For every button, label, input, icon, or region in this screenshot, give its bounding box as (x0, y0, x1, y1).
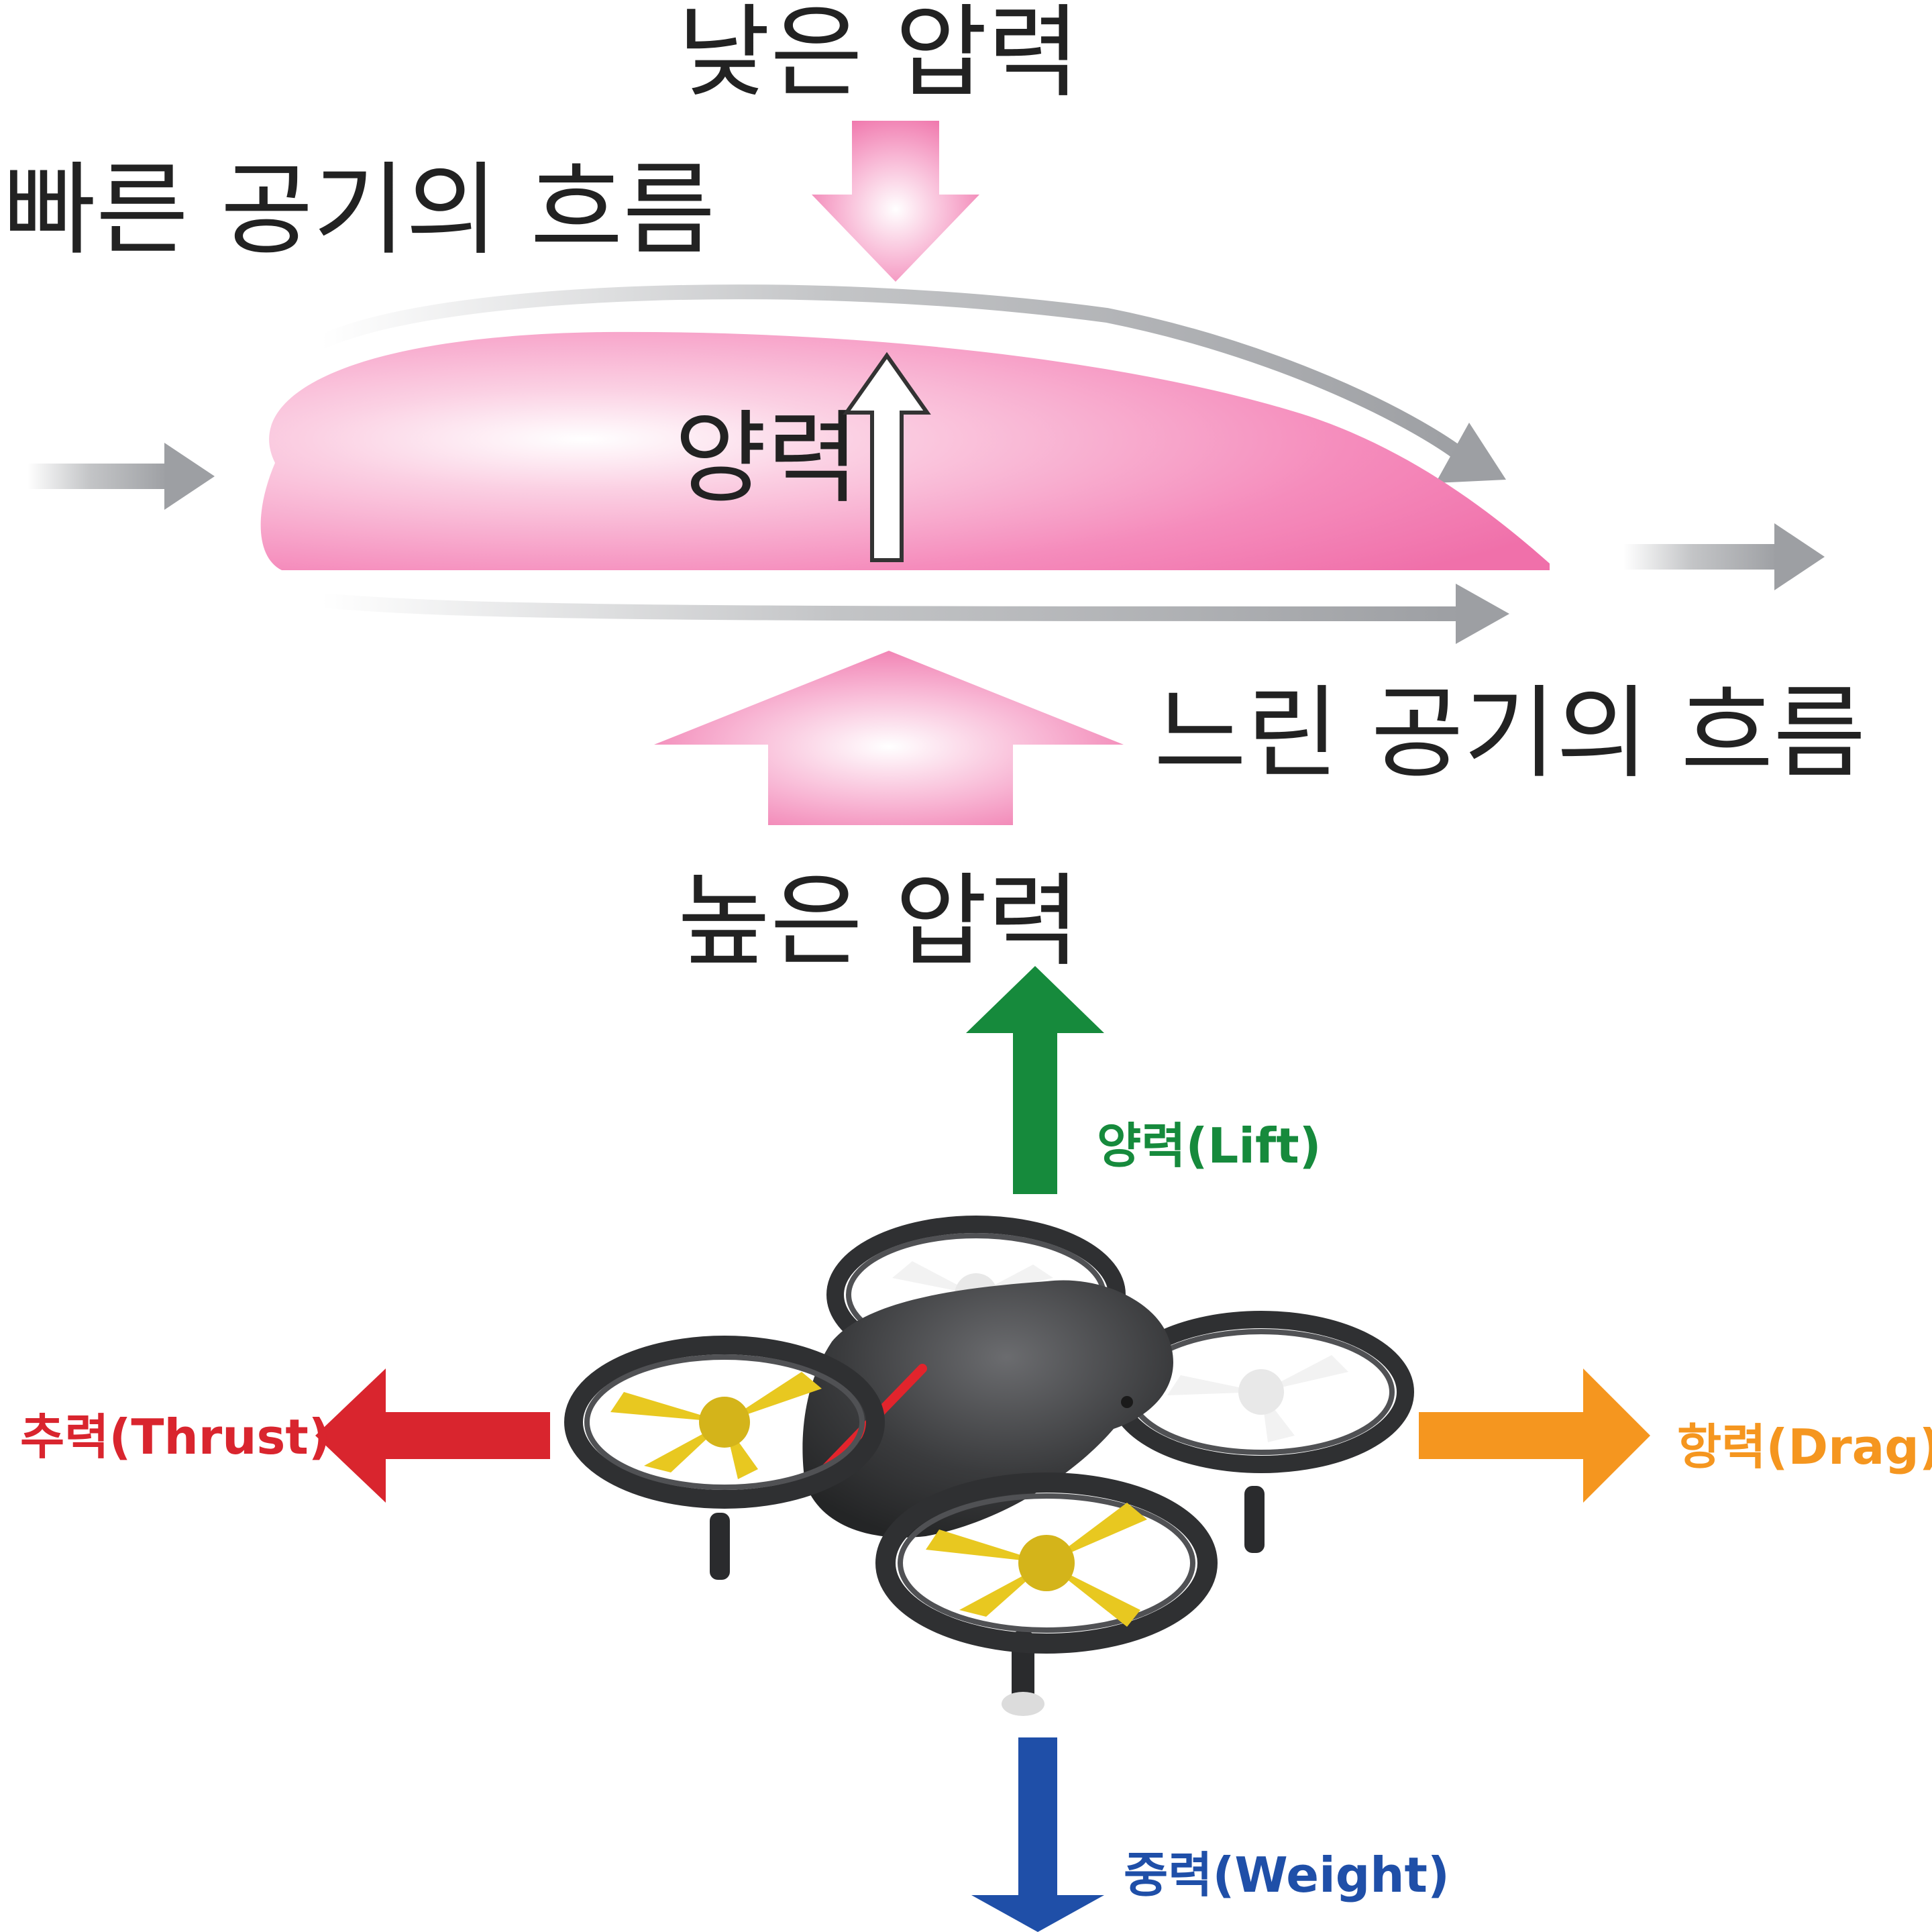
wing-airfoil (260, 331, 1550, 570)
outgoing-airflow-arrowhead (1774, 523, 1825, 590)
high-pressure-arrow (654, 651, 1124, 825)
drone-camera (1121, 1396, 1133, 1408)
lower-airflow-arrowhead (1456, 584, 1509, 644)
yellow-propeller (610, 1372, 822, 1479)
slow-flow-label: 느린 공기의 흐름 (1154, 676, 1866, 792)
drag-force-arrow (1419, 1368, 1650, 1503)
drone-leg (1244, 1486, 1265, 1553)
outgoing-airflow-arrow (1623, 544, 1778, 570)
drone-leg-foot (1002, 1692, 1044, 1716)
incoming-airflow-arrowhead (164, 443, 215, 510)
drag-force-label: 항력(Drag) (1677, 1419, 1932, 1475)
drone-leg (710, 1513, 730, 1580)
front-rotor (875, 1472, 1218, 1654)
weight-force-arrow (971, 1737, 1104, 1932)
low-pressure-label: 낮은 압력 (678, 0, 1080, 111)
upper-airflow-arrowhead (1436, 423, 1506, 483)
incoming-airflow-arrow (27, 464, 168, 489)
left-rotor (564, 1336, 885, 1509)
weight-force-label: 중력(Weight) (1124, 1847, 1450, 1903)
lift-label: 양력 (674, 400, 859, 517)
upper-airflow-arrow (315, 284, 1470, 464)
thrust-force-arrow (315, 1368, 550, 1503)
drone (564, 1216, 1414, 1716)
drone-body (802, 1280, 1173, 1538)
yellow-propeller (926, 1503, 1147, 1627)
fast-flow-label: 빠른 공기의 흐름 (3, 152, 715, 269)
low-pressure-arrow (812, 121, 979, 282)
white-propeller (892, 1261, 1053, 1338)
drone-forces-diagram: 양력(Lift) 추력(Thrust) 항력(Drag) 중력(Weight) (20, 966, 1932, 1932)
airfoil-diagram: 낮은 압력 빠른 공기의 흐름 양력 느린 공기의 흐름 높은 압력 (3, 0, 1866, 980)
lower-airflow-arrow (315, 593, 1470, 621)
thrust-force-label: 추력(Thrust) (20, 1409, 331, 1465)
lift-force-arrow (966, 966, 1104, 1194)
lift-arrow (843, 352, 931, 562)
lift-force-label: 양력(Lift) (1097, 1118, 1322, 1174)
high-pressure-label: 높은 압력 (678, 863, 1080, 980)
white-propeller (1167, 1355, 1348, 1442)
